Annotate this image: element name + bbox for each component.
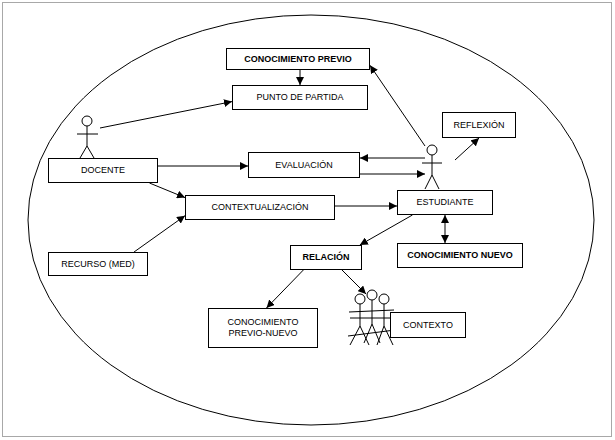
- group-figures: [348, 290, 395, 345]
- arrow-connector: [360, 174, 425, 175]
- concept-box: RELACIÓN: [290, 245, 362, 270]
- boundary-ellipse: [28, 15, 594, 425]
- arrow-connector: [134, 216, 185, 252]
- arrow-connector: [455, 138, 479, 160]
- box-label: CONOCIMIENTO NUEVO: [407, 250, 512, 261]
- box-label: CONOCIMIENTO PREVIO: [244, 54, 351, 65]
- box-label: CONTEXTO: [403, 320, 453, 331]
- arrow-connector: [360, 158, 425, 159]
- arrow-connector: [100, 102, 232, 128]
- arrow-connector: [158, 166, 248, 167]
- concept-box: CONTEXTUALIZACIÓN: [185, 195, 335, 220]
- arrow-connector: [149, 183, 185, 198]
- arrow-connector: [342, 270, 366, 294]
- concept-box: CONOCIMIENTO PREVIO: [226, 48, 370, 70]
- concept-box: REFLEXIÓN: [442, 112, 516, 138]
- concept-box: CONOCIMIENTO PREVIO-NUEVO: [208, 308, 318, 348]
- box-label: ESTUDIANTE: [416, 197, 473, 208]
- box-label: RELACIÓN: [303, 252, 350, 263]
- box-label: CONTEXTUALIZACIÓN: [211, 202, 308, 213]
- concept-box: RECURSO (MED): [48, 252, 148, 276]
- box-label: PUNTO DE PARTIDA: [256, 92, 343, 103]
- arrow-connector: [266, 270, 303, 308]
- box-label: CONOCIMIENTO PREVIO-NUEVO: [212, 317, 314, 339]
- arrow-connector: [370, 65, 425, 146]
- arrow-connector: [335, 206, 397, 207]
- box-label: EVALUACIÓN: [275, 160, 332, 171]
- teacher-figure: [77, 116, 98, 158]
- concept-box: EVALUACIÓN: [248, 152, 360, 178]
- box-label: DOCENTE: [81, 165, 125, 176]
- box-label: REFLEXIÓN: [453, 120, 504, 131]
- student-figure: [422, 145, 442, 189]
- concept-box: CONTEXTO: [390, 312, 466, 338]
- concept-box: ESTUDIANTE: [397, 190, 493, 215]
- concept-box: PUNTO DE PARTIDA: [232, 85, 368, 110]
- box-label: RECURSO (MED): [61, 259, 135, 270]
- image-frame: [3, 3, 612, 437]
- arrow-connector: [445, 215, 446, 243]
- arrow-connector: [360, 215, 413, 245]
- concept-box: DOCENTE: [48, 158, 158, 183]
- arrow-connector: [300, 70, 301, 85]
- concept-box: CONOCIMIENTO NUEVO: [397, 243, 523, 268]
